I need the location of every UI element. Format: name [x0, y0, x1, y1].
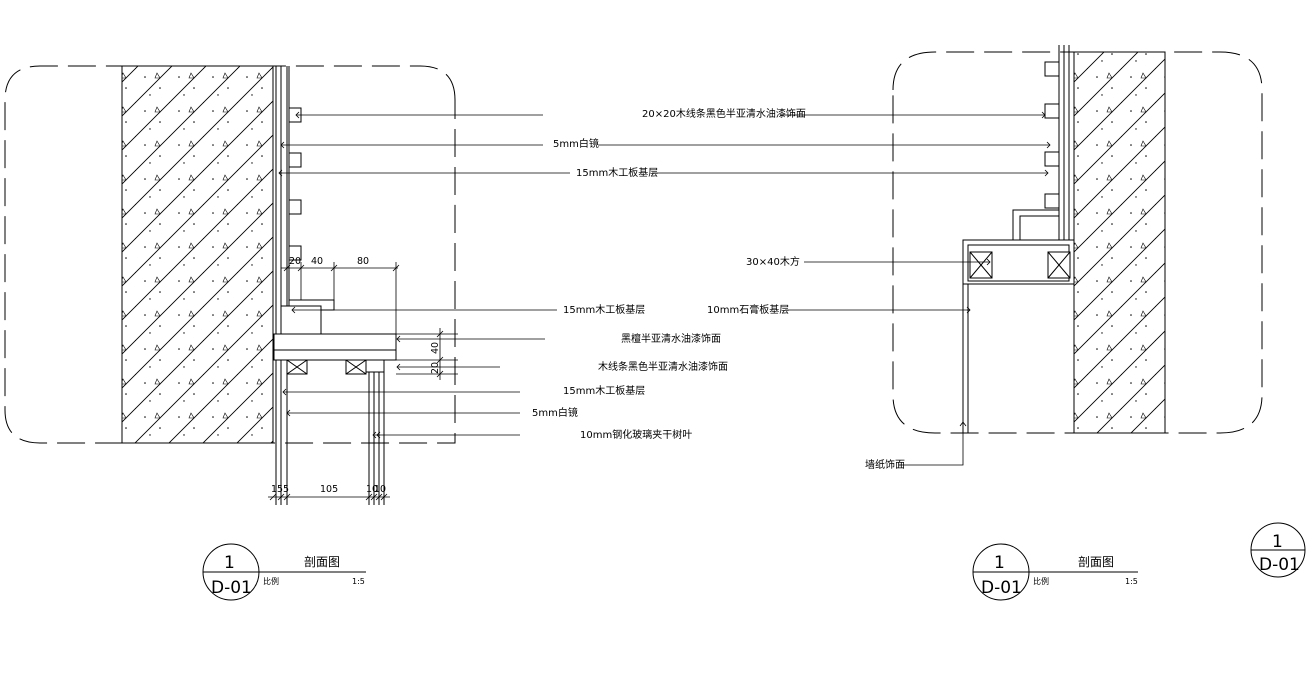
dim-right-20: 20: [430, 362, 441, 374]
concrete-wall-right: [1073, 51, 1166, 434]
shelf-assembly: [273, 299, 397, 505]
corner-detail-number: 1: [1272, 532, 1283, 552]
left-title-block: 1 D-01 剖面图 比例 1:5: [202, 543, 366, 601]
dim-top-80: 80: [357, 256, 369, 267]
dim-top-20: 20: [289, 256, 301, 267]
left-scale-value: 1:5: [352, 577, 365, 586]
dim-bottom-15: 15: [271, 484, 283, 495]
label-wood-strip-finish: 20×20木线条黑色半亚清水油漆饰面: [642, 107, 806, 120]
dim-right-40: 40: [430, 342, 441, 354]
corner-detail-sheet: D-01: [1259, 555, 1300, 575]
label-plywood-low: 15mm木工板基层: [563, 384, 645, 397]
label-plywood-mid: 15mm木工板基层: [563, 303, 645, 316]
dim-bottom-5: 5: [283, 484, 289, 495]
left-detail-sheet: D-01: [211, 578, 252, 598]
right-detail-number: 1: [994, 553, 1005, 573]
left-section: 20 40 80 40 20 15 5 105 10: [4, 65, 1050, 601]
dim-top-40: 40: [311, 256, 323, 267]
label-mirror-top: 5mm白镜: [553, 137, 599, 150]
label-batten: 30×40木方: [746, 255, 800, 268]
left-scale-label: 比例: [263, 576, 279, 586]
left-section-title: 剖面图: [304, 555, 340, 569]
wood-strips: [288, 107, 302, 261]
wall-cladding-layers: [275, 66, 290, 505]
corner-detail-symbol: 1 D-01: [1250, 522, 1306, 578]
right-bulkhead: [962, 209, 1075, 433]
label-plywood-top: 15mm木工板基层: [576, 166, 658, 179]
label-mirror-low: 5mm白镜: [532, 406, 578, 419]
right-boundary-dashed: [892, 51, 1263, 434]
right-leaders: [785, 111, 1051, 466]
top-dimensions: [281, 262, 400, 334]
right-scale-label: 比例: [1033, 576, 1049, 586]
concrete-wall-left: [121, 65, 274, 444]
right-dimensions: [396, 328, 458, 380]
right-detail-sheet: D-01: [981, 578, 1022, 598]
bottom-dimensions: [268, 493, 390, 501]
right-wood-strips: [1044, 61, 1060, 209]
dim-bottom-10b: 10: [374, 484, 386, 495]
left-leaders: [278, 111, 570, 439]
right-section-title: 剖面图: [1078, 555, 1114, 569]
left-boundary-dashed: [4, 65, 456, 444]
dim-bottom-10a: 10: [366, 484, 378, 495]
right-scale-value: 1:5: [1125, 577, 1138, 586]
left-detail-number: 1: [224, 553, 235, 573]
label-gypsum-board: 10mm石膏板基层: [707, 303, 789, 316]
label-wallpaper: 墙纸饰面: [865, 458, 905, 471]
right-title-block: 1 D-01 剖面图 比例 1:5: [972, 543, 1138, 601]
dim-bottom-105: 105: [320, 484, 338, 495]
label-black-walnut-finish: 黑檀半亚清水油漆饰面: [621, 332, 721, 345]
label-tempered-glass: 10mm钢化玻璃夹干树叶: [580, 428, 692, 441]
right-section: 30×40木方 10mm石膏板基层 墙纸饰面 1 D-01 剖面图 比例 1:5: [707, 45, 1263, 601]
label-wood-strip-black-finish: 木线条黑色半亚清水油漆饰面: [598, 360, 728, 373]
right-cladding-layers: [1058, 45, 1070, 240]
